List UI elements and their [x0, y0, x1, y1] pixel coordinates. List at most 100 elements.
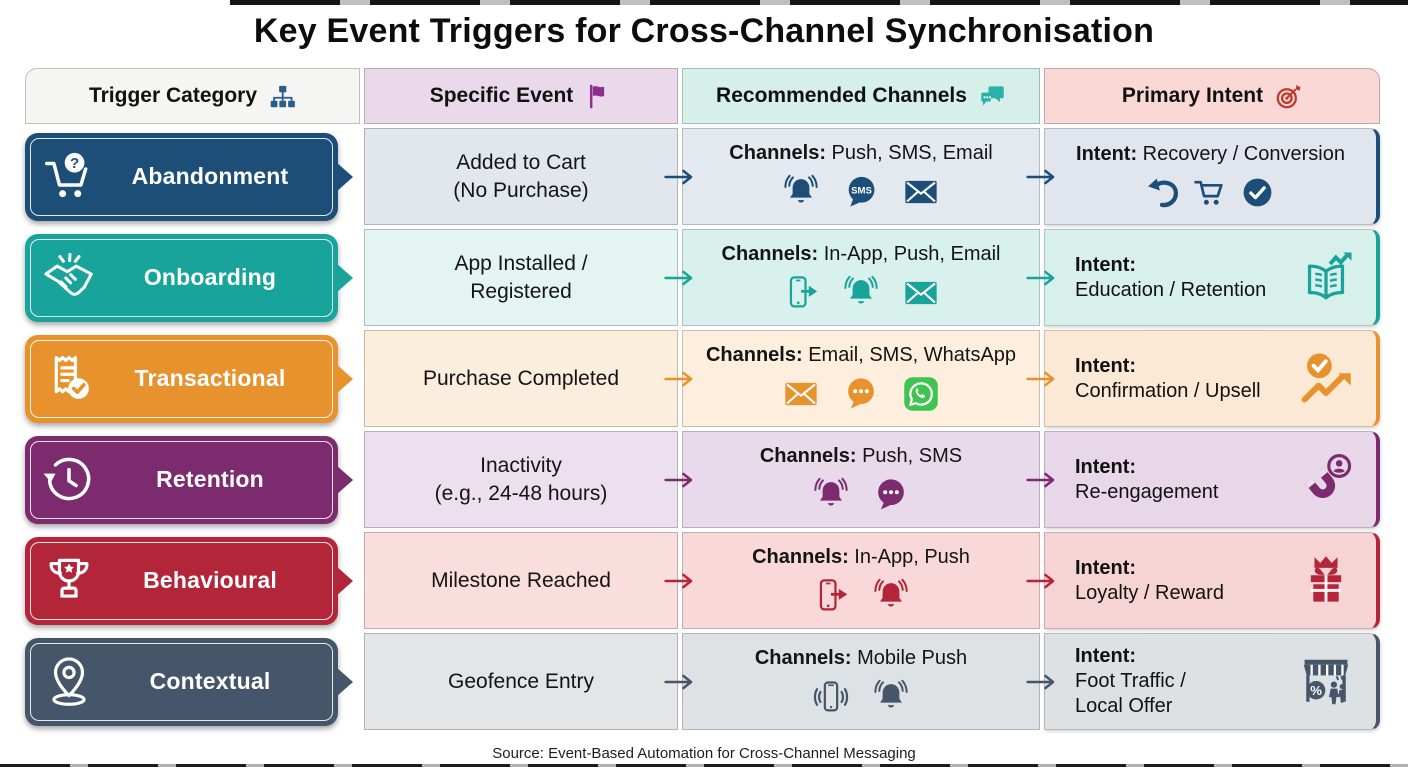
check-growth-icon — [1298, 351, 1354, 407]
channels-label: Channels: — [705, 344, 803, 366]
bell-icon — [872, 678, 910, 716]
event-cell: Milestone Reached — [364, 532, 678, 629]
cart-question-icon: ? — [42, 150, 96, 204]
intent-text: Intent:Education / Retention — [1045, 253, 1298, 303]
intent-text: Intent: Recovery / Conversion — [1076, 143, 1345, 165]
chat-dots-icon — [842, 375, 880, 413]
flow-arrow-icon — [1025, 672, 1059, 692]
category-cell-onboarding: Onboarding — [25, 229, 360, 326]
trigger-sync-table: Trigger Category Specific Event Recommende… — [25, 68, 1380, 730]
header-label: Trigger Category — [88, 84, 258, 107]
category-cell-contextual: Contextual — [25, 633, 360, 730]
event-text: Purchase Completed — [422, 366, 620, 390]
event-cell: Geofence Entry — [364, 633, 678, 730]
intent-label: Intent: — [1075, 455, 1137, 478]
channels-text: Channels: Mobile Push — [754, 647, 968, 669]
clock-history-icon — [42, 453, 96, 507]
event-text: Inactivity — [480, 454, 562, 478]
target-icon — [1275, 83, 1302, 110]
intent-label: Intent: — [1075, 645, 1137, 667]
channels-label: Channels: — [754, 647, 852, 669]
intent-label: Intent: — [1075, 354, 1137, 377]
category-label: Abandonment — [131, 163, 289, 189]
sms-bubble-icon: SMS — [842, 173, 880, 211]
top-edge-strip — [230, 0, 1408, 5]
channels-cell: Channels: In-App, Push — [664, 532, 1040, 629]
trophy-icon — [42, 554, 96, 608]
category-badge: Contextual — [25, 637, 338, 726]
handshake-icon — [42, 251, 96, 305]
category-badge: Retention — [25, 435, 338, 524]
intent-cell: Intent:Education / Retention — [1026, 229, 1380, 326]
channels-cell: Channels: Email, SMS, WhatsApp — [664, 330, 1040, 427]
check-circle-icon — [1240, 175, 1275, 210]
category-cell-abandonment: ? Abandonment — [25, 128, 360, 225]
svg-text:?: ? — [70, 154, 79, 171]
intent-label: Intent: — [1075, 253, 1137, 276]
header-cell-specific-event: Specific Event — [364, 68, 678, 124]
storefront-offer-icon: % — [1298, 654, 1354, 710]
category-label: Behavioural — [143, 567, 277, 593]
channels-label: Channels: — [721, 243, 819, 265]
category-cell-transactional: Transactional — [25, 330, 360, 427]
category-label: Onboarding — [143, 264, 277, 290]
phone-arrow-icon — [782, 274, 820, 312]
flag-icon — [585, 83, 612, 110]
category-label: Contextual — [149, 668, 271, 694]
channels-cell: Channels: In-App, Push, Email — [664, 229, 1040, 326]
channel-icons — [812, 476, 910, 514]
intent-label: Intent: — [1076, 143, 1138, 165]
intent-cell: Intent: Recovery / Conversion — [1026, 128, 1380, 225]
intent-label: Intent: — [1075, 556, 1137, 579]
svg-text:SMS: SMS — [851, 185, 872, 196]
intent-cell: Intent:Confirmation / Upsell — [1026, 330, 1380, 427]
header-cell-primary-intent: Primary Intent — [1044, 68, 1380, 124]
channel-icons — [782, 274, 940, 312]
envelope-icon — [902, 173, 940, 211]
flow-arrow-icon — [1025, 369, 1059, 389]
cart-icon — [1193, 175, 1228, 210]
header-label: Specific Event — [429, 84, 574, 107]
bell-icon — [782, 173, 820, 211]
flow-arrow-icon — [663, 167, 697, 187]
bottom-edge-strip — [0, 764, 1408, 767]
intent-icons — [1146, 175, 1275, 210]
event-text: Geofence Entry — [448, 669, 594, 693]
book-growth-icon — [1298, 250, 1354, 306]
intent-value: Re-engagement — [1075, 480, 1219, 503]
sitemap-icon — [269, 83, 296, 110]
header-label: Primary Intent — [1121, 84, 1264, 107]
category-badge: ? Abandonment — [25, 132, 338, 221]
category-label: Retention — [156, 466, 264, 492]
event-cell: Purchase Completed — [364, 330, 678, 427]
chat-bubbles-icon — [979, 83, 1006, 110]
intent-value: Local Offer — [1075, 695, 1173, 717]
category-badge: Behavioural — [25, 536, 338, 625]
intent-cell: Intent:Loyalty / Reward — [1026, 532, 1380, 629]
channel-icons: SMS — [782, 173, 940, 211]
channels-label: Channels: — [729, 142, 826, 164]
channels-text: Channels: Push, SMS, Email — [729, 142, 993, 164]
channels-text: Channels: In-App, Push, Email — [721, 243, 1001, 265]
intent-text: Intent:Loyalty / Reward — [1045, 556, 1298, 606]
header-cell-recommended-channels: Recommended Channels — [682, 68, 1040, 124]
flow-arrow-icon — [1025, 470, 1059, 490]
intent-cell: Intent: Foot Traffic / Local Offer% — [1026, 633, 1380, 730]
flow-arrow-icon — [663, 369, 697, 389]
header-cell-trigger-category: Trigger Category — [25, 68, 360, 124]
channels-text: Channels: Push, SMS — [759, 445, 963, 467]
intent-value: Loyalty / Reward — [1075, 581, 1224, 604]
flow-arrow-icon — [1025, 571, 1059, 591]
category-label: Transactional — [134, 365, 286, 391]
channels-cell: Channels: Push, SMS — [664, 431, 1040, 528]
event-text: (e.g., 24-48 hours) — [434, 481, 608, 505]
category-cell-behavioural: Behavioural — [25, 532, 360, 629]
envelope-icon — [902, 274, 940, 312]
bell-icon — [842, 274, 880, 312]
category-cell-retention: Retention — [25, 431, 360, 528]
event-text: Added to Cart — [456, 151, 586, 175]
channel-icons — [782, 375, 940, 413]
intent-value: Foot Traffic / — [1075, 670, 1186, 692]
source-caption: Source: Event-Based Automation for Cross… — [492, 745, 916, 762]
header-label: Recommended Channels — [716, 84, 967, 107]
